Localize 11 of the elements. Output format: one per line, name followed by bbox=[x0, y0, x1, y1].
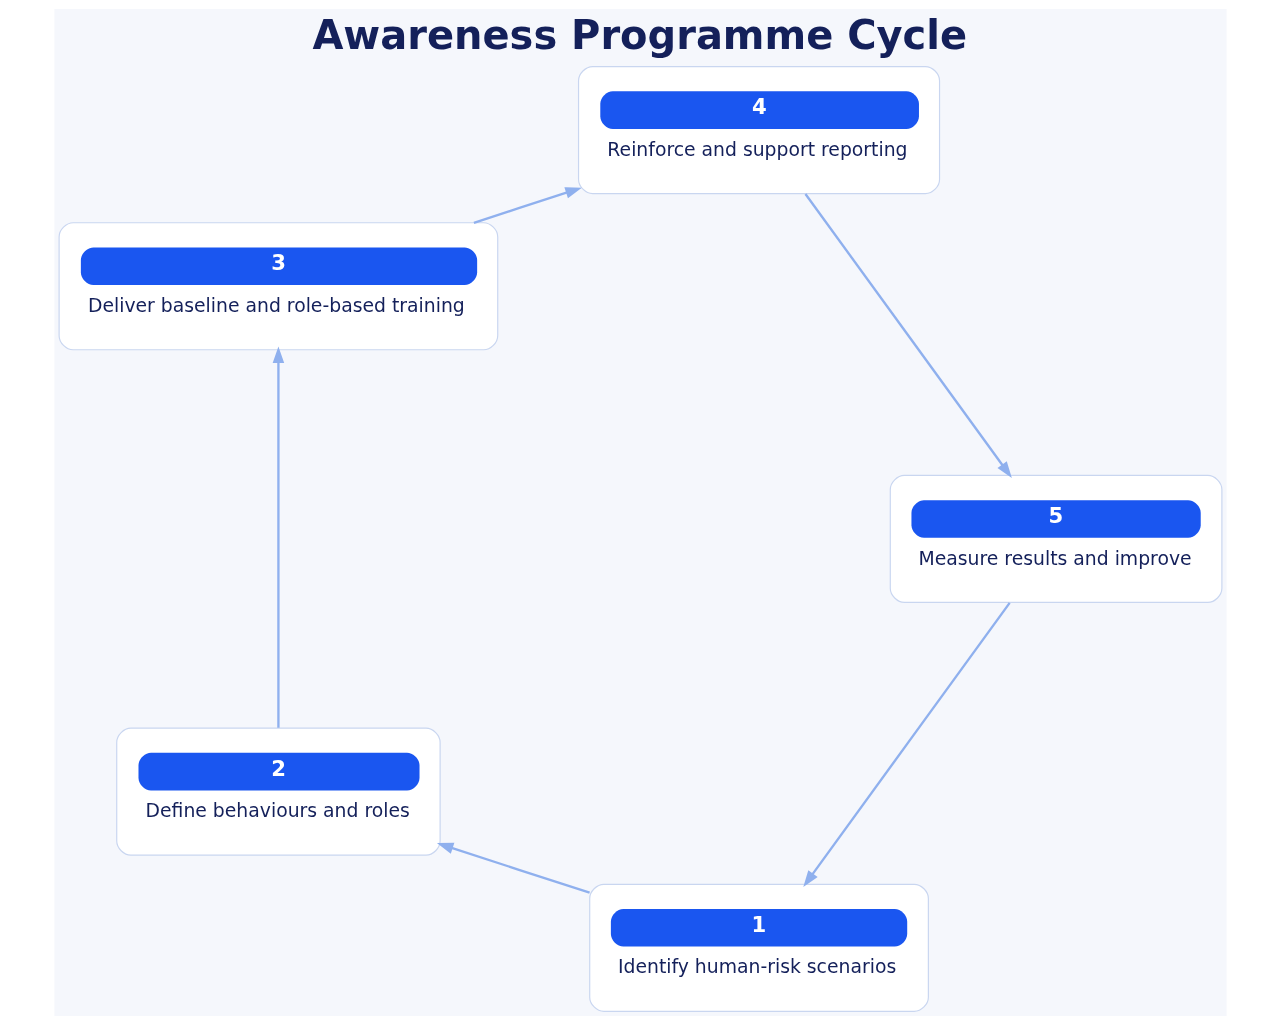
node-box: 4 Reinforce and support reporting bbox=[577, 65, 940, 194]
node-box: 2 Define behaviours and roles bbox=[115, 727, 441, 856]
node-box: 3 Deliver baseline and role-based training bbox=[58, 221, 498, 350]
arrow bbox=[272, 346, 284, 728]
arrow bbox=[436, 842, 590, 894]
node-box: 5 Measure results and improve bbox=[889, 474, 1222, 603]
arrow bbox=[473, 186, 582, 224]
arrow bbox=[804, 192, 1012, 478]
arrow bbox=[802, 601, 1011, 887]
node-box: 1 Identify human-risk scenarios bbox=[588, 883, 929, 1012]
diagram-title: Awareness Programme Cycle bbox=[311, 11, 967, 58]
